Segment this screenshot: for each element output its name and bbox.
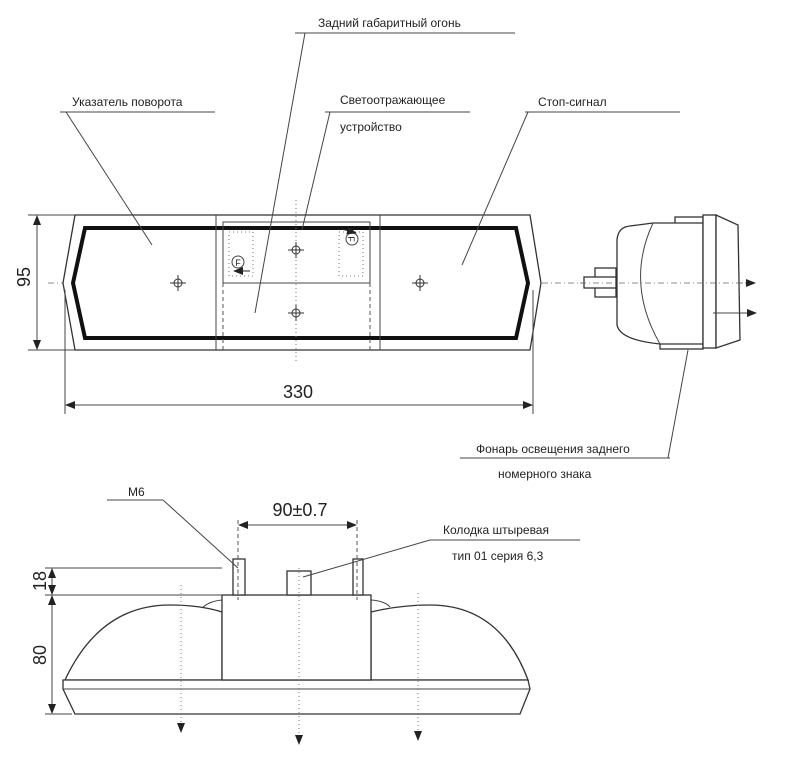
callouts-top: Задний габаритный огонь Указатель поворо… — [60, 16, 689, 481]
marker-f-right-text: F — [346, 236, 356, 242]
dimension-80: 80 — [30, 645, 50, 665]
label-reflector-line1: Светоотражающее — [340, 93, 446, 107]
label-thread-m6: М6 — [128, 485, 145, 499]
dimension-90: 90±0.7 — [273, 500, 328, 520]
lens-outline — [70, 226, 531, 340]
dimension-95: 95 — [14, 267, 34, 287]
stud-left — [232, 558, 246, 596]
label-stop-signal: Стоп-сигнал — [538, 95, 607, 109]
label-rear-position-lamp: Задний габаритный огонь — [318, 16, 461, 30]
mounting-crosshairs — [170, 242, 428, 321]
label-plate-lamp-line1: Фонарь освещения заднего — [476, 442, 630, 456]
front-view: F F 95 330 — [14, 200, 752, 414]
side-view — [580, 213, 757, 350]
dimension-330: 330 — [283, 382, 313, 402]
connector-block — [221, 594, 372, 681]
label-turn-indicator: Указатель поворота — [72, 95, 183, 109]
label-plate-lamp-line2: номерного знака — [498, 467, 592, 481]
label-connector-line2: тип 01 серия 6,3 — [452, 549, 544, 563]
label-reflector-line2: устройство — [340, 120, 402, 134]
reflector-box — [222, 221, 371, 284]
dimension-18: 18 — [30, 571, 50, 591]
pin-connector — [286, 570, 312, 596]
marker-f-left-text: F — [235, 258, 241, 268]
top-view: 90±0.7 18 80 М6 Колодка штыревая тип 01 … — [30, 485, 580, 745]
marker-f-left: F — [231, 255, 250, 275]
label-connector-line1: Колодка штыревая — [443, 523, 549, 537]
stud-right — [352, 558, 364, 596]
marker-f-right: F — [341, 226, 359, 246]
